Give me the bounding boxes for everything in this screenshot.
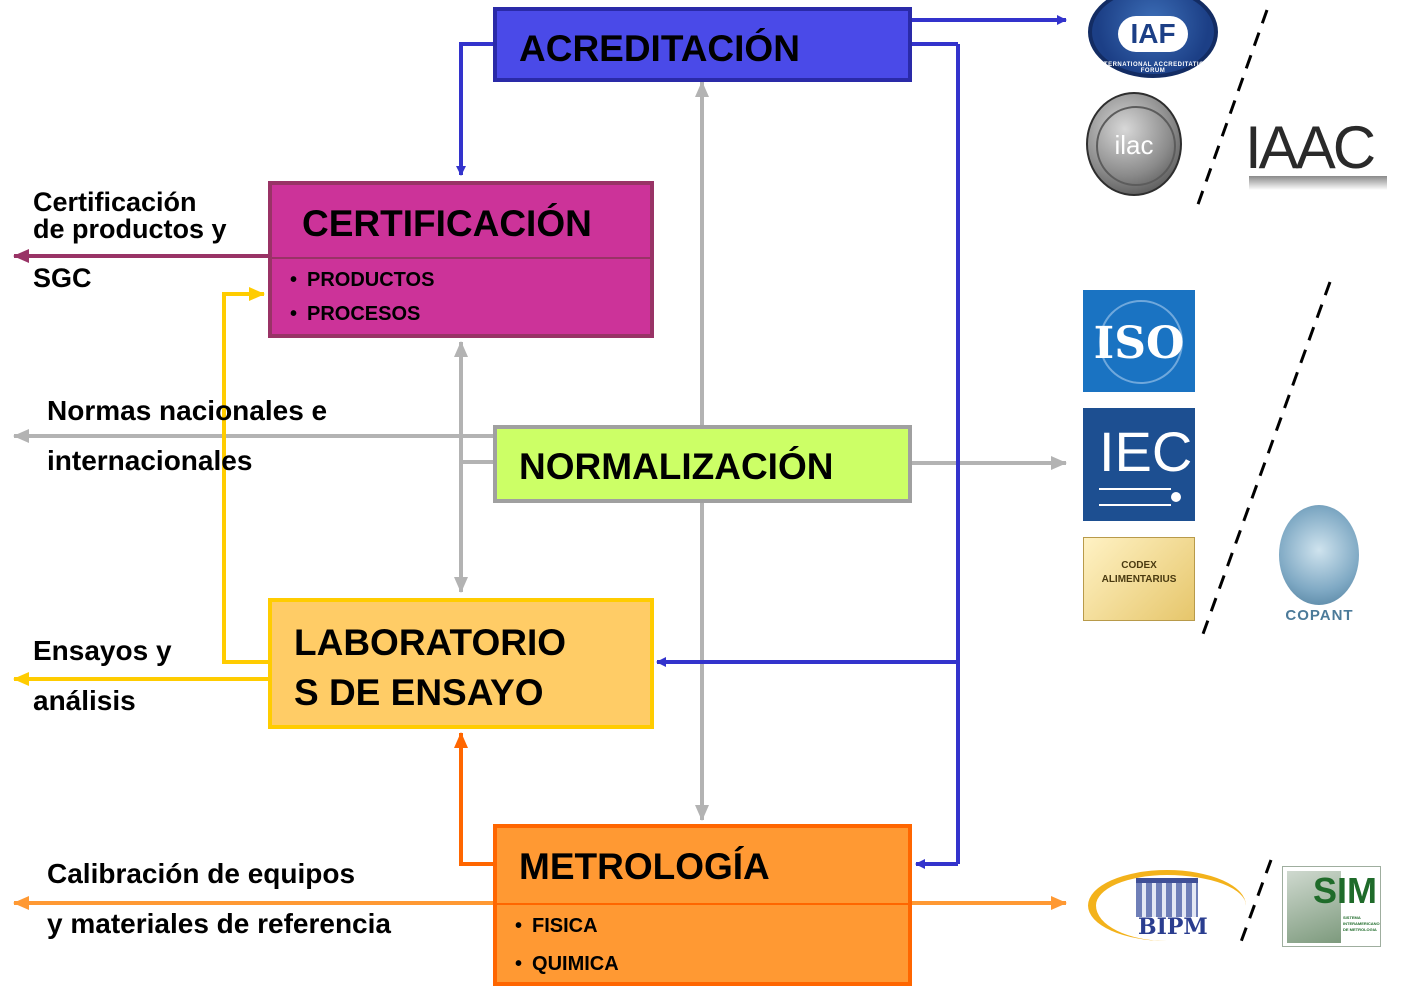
sim-logo-text: SIM — [1313, 870, 1378, 911]
copant-logo: COPANT — [1273, 499, 1366, 632]
label-certificacion-line1: Certificación — [33, 187, 197, 217]
ilac-logo-text: ilac — [1114, 130, 1154, 160]
label-ensayos-line1: Ensayos y — [33, 635, 172, 666]
box-metrologia-items: FISICA QUIMICA — [515, 907, 619, 983]
label-certificacion-line3: SGC — [33, 263, 92, 293]
iaf-logo: INTERNATIONAL ACCREDITATION FORUM IAF — [1088, 0, 1218, 78]
arrow-laboratorios-to-certificacion — [222, 287, 268, 664]
iso-logo: ISO — [1083, 290, 1195, 392]
iso-logo-text: ISO — [1093, 318, 1185, 369]
label-calibracion-line1: Calibración de equipos — [47, 858, 356, 889]
sim-logo-caption-line2: INTERAMERICANO — [1343, 921, 1380, 926]
box-normalizacion: NORMALIZACIÓN — [493, 425, 912, 503]
iec-logo-dot — [1171, 492, 1181, 502]
bipm-logo-text: BIPM — [1138, 914, 1208, 940]
codex-logo-line1: CODEX — [1121, 560, 1157, 571]
blue-connectors — [456, 15, 1067, 869]
copant-logo-globe — [1279, 505, 1359, 605]
gray-connectors — [13, 81, 1067, 821]
sim-logo: SIM SISTEMA INTERAMERICANO DE METROLOGIA — [1282, 866, 1381, 947]
box-metrologia: METROLOGÍA FISICA QUIMICA — [493, 824, 912, 986]
label-calibracion-line2: y materiales de referencia — [47, 908, 391, 939]
label-ensayos-line2: análisis — [33, 685, 136, 716]
label-normas-line1: Normas nacionales e — [47, 395, 328, 426]
bipm-logo: BIPM — [1088, 866, 1246, 941]
box-laboratorios: LABORATORIO S DE ENSAYO — [268, 598, 654, 729]
copant-logo-text: COPANT — [1285, 607, 1354, 624]
sim-logo-caption-line3: DE METROLOGIA — [1343, 927, 1377, 932]
bullet-item: FISICA — [515, 907, 619, 945]
box-acreditacion: ACREDITACIÓN — [493, 7, 912, 82]
box-certificacion-title: CERTIFICACIÓN — [302, 203, 592, 244]
arrow-metrologia-to-laboratorios — [454, 732, 493, 866]
box-metrologia-title: METROLOGÍA — [519, 846, 770, 887]
box-laboratorios-title-line2: S DE ENSAYO — [294, 672, 544, 713]
iec-logo: IEC — [1083, 408, 1195, 521]
ilac-logo: ilac — [1086, 92, 1182, 196]
iaf-logo-ring-text: INTERNATIONAL ACCREDITATION FORUM — [1096, 62, 1210, 74]
box-metrologia-divider — [497, 903, 908, 905]
iaf-logo-text: IAF — [1130, 18, 1176, 49]
iaac-logo: IAAC — [1245, 118, 1393, 196]
box-certificacion-divider — [272, 257, 650, 259]
bipm-logo-swoosh — [1088, 870, 1246, 941]
iso-logo-globe — [1099, 300, 1183, 384]
separator-metrology — [1236, 859, 1273, 951]
iec-logo-text: IEC — [1099, 420, 1193, 483]
iaac-logo-reflection — [1249, 176, 1387, 190]
box-normalizacion-title: NORMALIZACIÓN — [519, 446, 834, 487]
iec-logo-lines — [1099, 488, 1171, 506]
orange-connectors — [13, 732, 1067, 910]
yellow-connectors — [13, 287, 268, 686]
codex-logo: CODEX ALIMENTARIUS — [1083, 537, 1195, 621]
box-laboratorios-title-line1: LABORATORIO — [294, 622, 567, 663]
iaac-logo-text: IAAC — [1245, 114, 1376, 181]
bullet-item: PROCESOS — [290, 297, 434, 331]
label-normas-line2: internacionales — [47, 445, 253, 476]
iaf-logo-badge — [1118, 16, 1188, 52]
ilac-logo-ring — [1096, 106, 1176, 186]
dashed-separators — [1194, 9, 1332, 951]
separator-accreditation — [1194, 9, 1269, 211]
codex-logo-line2: ALIMENTARIUS — [1101, 574, 1177, 585]
box-acreditacion-title: ACREDITACIÓN — [519, 28, 800, 69]
arrow-acreditacion-to-certificacion — [456, 42, 493, 176]
bullet-item: QUIMICA — [515, 945, 619, 983]
bullet-item: PRODUCTOS — [290, 263, 434, 297]
label-certificacion-line2: de productos y — [33, 214, 227, 244]
box-certificacion-items: PRODUCTOS PROCESOS — [290, 263, 434, 331]
sim-logo-map — [1287, 871, 1341, 943]
bipm-logo-building — [1136, 878, 1198, 917]
box-certificacion: CERTIFICACIÓN PRODUCTOS PROCESOS — [268, 181, 654, 338]
sim-logo-caption-line1: SISTEMA — [1343, 915, 1361, 920]
